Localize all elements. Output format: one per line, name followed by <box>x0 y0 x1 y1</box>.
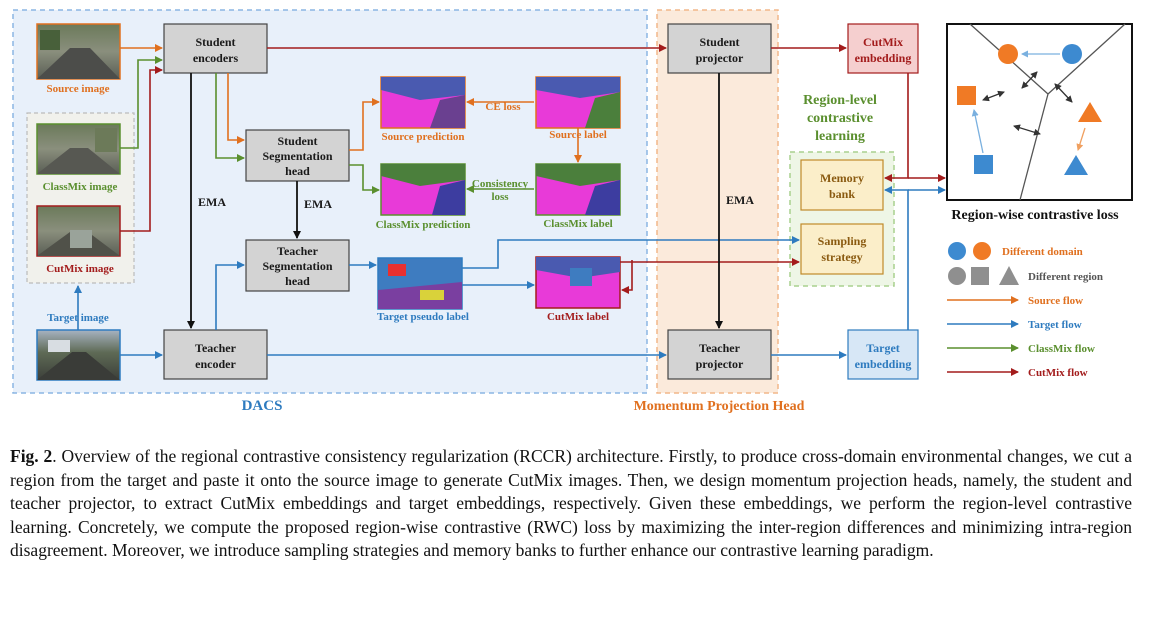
source-flow-arrows <box>120 44 582 163</box>
legend-target-flow: Target flow <box>1028 319 1082 331</box>
svg-text:Sampling: Sampling <box>818 234 867 248</box>
svg-text:Teacher: Teacher <box>195 341 237 355</box>
memory-bank-box: Memory bank <box>800 159 884 211</box>
source-prediction-image <box>380 76 466 129</box>
svg-text:Student: Student <box>277 134 317 148</box>
legend-different-region: Different region <box>1028 271 1103 283</box>
svg-text:Student: Student <box>195 35 235 49</box>
legend-orange-circle <box>973 242 991 260</box>
target-pseudo-label-label: Target pseudo label <box>377 311 469 323</box>
classmix-label-image <box>535 163 621 216</box>
region-level-title-3: learning <box>815 129 865 144</box>
legend-cutmix-flow: CutMix flow <box>1028 367 1088 379</box>
region-level-title-1: Region-level <box>803 93 877 108</box>
classmix-image-label: ClassMix image <box>43 181 118 193</box>
svg-text:Student: Student <box>699 35 739 49</box>
ce-loss-label: CE loss <box>485 101 521 113</box>
ema-label-mid: EMA <box>304 197 332 211</box>
legend-classmix-flow: ClassMix flow <box>1028 343 1095 355</box>
source-image <box>36 23 121 80</box>
caption-label: Fig. 2 <box>10 446 53 466</box>
teacher-projector-box: Teacher projector <box>667 329 772 380</box>
student-projector-box: Student projector <box>667 23 772 74</box>
svg-text:head: head <box>285 164 310 178</box>
classmix-flow-arrows <box>120 56 534 194</box>
cutmix-label-image <box>535 256 621 309</box>
cutmix-embedding-box: CutMix embedding <box>847 23 919 74</box>
teacher-encoder-box: Teacher encoder <box>163 329 268 380</box>
source-label-label: Source label <box>549 129 607 141</box>
target-image-label: Target image <box>47 312 109 324</box>
cutmix-image-label: CutMix image <box>46 263 114 275</box>
svg-text:Teacher: Teacher <box>699 341 741 355</box>
classmix-prediction-image <box>380 163 466 216</box>
region-wise-loss-label: Region-wise contrastive loss <box>951 208 1119 223</box>
svg-text:Segmentation: Segmentation <box>263 149 333 163</box>
momentum-label: Momentum Projection Head <box>634 399 805 414</box>
svg-text:encoders: encoders <box>193 51 239 65</box>
legend-different-domain: Different domain <box>1002 246 1083 258</box>
svg-text:strategy: strategy <box>821 250 862 264</box>
svg-text:head: head <box>285 274 310 288</box>
caption-text: . Overview of the regional contrastive c… <box>10 446 1132 560</box>
teacher-segmentation-head-box: Teacher Segmentation head <box>245 239 350 292</box>
sampling-strategy-box: Sampling strategy <box>800 223 884 275</box>
ema-label-left: EMA <box>198 195 226 209</box>
svg-text:embedding: embedding <box>855 357 912 371</box>
cutmix-flow-arrows <box>120 44 946 294</box>
svg-text:Segmentation: Segmentation <box>263 259 333 273</box>
target-flow-arrows <box>74 186 946 359</box>
svg-text:Teacher: Teacher <box>277 244 319 258</box>
region-wise-loss-panel <box>946 23 1133 201</box>
source-label-image <box>535 76 621 129</box>
student-encoders-box: Student encoders <box>163 23 268 74</box>
legend-gray-square <box>971 267 989 285</box>
dacs-label: DACS <box>242 398 283 414</box>
target-embedding-box: Target embedding <box>847 329 919 380</box>
cutmix-label-label: CutMix label <box>547 311 609 323</box>
target-pseudo-label-image <box>377 257 463 310</box>
legend-source-flow: Source flow <box>1028 295 1083 307</box>
blue-square <box>974 155 993 174</box>
blue-triangle <box>1064 155 1088 175</box>
orange-square <box>957 86 976 105</box>
svg-text:Memory: Memory <box>820 171 864 185</box>
student-segmentation-head-box: Student Segmentation head <box>245 129 350 182</box>
ema-arrows <box>187 73 723 329</box>
rccr-architecture-diagram: Student encoders Teacher encoder Student… <box>12 9 1133 414</box>
legend: Different domain Different region Source… <box>947 242 1103 379</box>
legend-blue-circle <box>948 242 966 260</box>
consistency-loss-label-2: loss <box>491 191 509 203</box>
legend-gray-triangle <box>999 266 1019 285</box>
orange-triangle <box>1078 102 1102 122</box>
figure-caption: Fig. 2. Overview of the regional contras… <box>10 445 1132 563</box>
classmix-image <box>36 123 121 175</box>
orange-circle <box>998 44 1018 64</box>
source-image-label: Source image <box>46 83 109 95</box>
target-image <box>36 329 121 381</box>
source-prediction-label: Source prediction <box>381 131 464 143</box>
blue-circle <box>1062 44 1082 64</box>
momentum-region <box>656 9 779 394</box>
legend-gray-circle <box>948 267 966 285</box>
cutmix-image <box>36 205 121 257</box>
svg-text:encoder: encoder <box>195 357 236 371</box>
classmix-prediction-label: ClassMix prediction <box>376 219 471 231</box>
svg-text:embedding: embedding <box>855 51 912 65</box>
svg-text:bank: bank <box>829 187 855 201</box>
ema-label-right: EMA <box>726 193 754 207</box>
classmix-label-label: ClassMix label <box>543 218 612 230</box>
consistency-loss-label-1: Consistency <box>472 178 529 190</box>
svg-text:projector: projector <box>696 357 744 371</box>
svg-text:projector: projector <box>696 51 744 65</box>
region-level-title-2: contrastive <box>807 111 873 126</box>
svg-text:CutMix: CutMix <box>863 35 903 49</box>
svg-text:Target: Target <box>866 341 900 355</box>
